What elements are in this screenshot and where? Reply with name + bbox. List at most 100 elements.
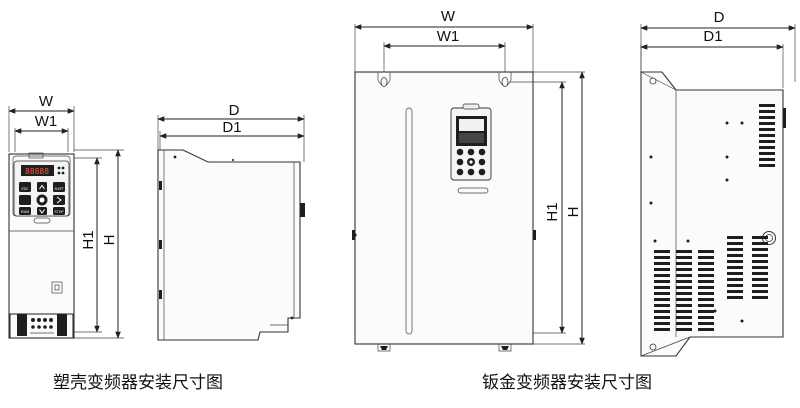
sheet-metal-front-view: W W1 H H1 xyxy=(352,8,585,352)
dimension-h1-label: H1 xyxy=(80,230,97,249)
down-key xyxy=(37,207,47,215)
shift-key xyxy=(53,182,65,192)
sheet-metal-side-view: D D1 xyxy=(640,9,796,357)
vent-slot xyxy=(654,280,670,283)
vent-slot xyxy=(752,290,768,293)
vent-slot xyxy=(698,292,714,295)
vent-slot xyxy=(676,304,692,307)
vent-slot xyxy=(654,292,670,295)
svg-text:ESC: ESC xyxy=(21,187,29,191)
vent-slot xyxy=(654,322,670,325)
dimension-w-label-2: W xyxy=(441,8,456,25)
dimension-d-label: D xyxy=(229,102,240,119)
stop-key xyxy=(53,207,65,215)
vent-slot xyxy=(676,274,692,277)
vent-slot xyxy=(698,298,714,301)
vent-slot xyxy=(698,262,714,265)
vent-slot xyxy=(654,310,670,313)
vent-slot xyxy=(676,250,692,253)
dimension-d1-label: D1 xyxy=(222,119,241,136)
vent-slot xyxy=(698,310,714,313)
vent-slot xyxy=(727,272,743,275)
svg-text:RUN: RUN xyxy=(21,210,29,214)
caption-sheet-metal: 钣金变频器安装尺寸图 xyxy=(482,373,652,393)
svg-text:SHIFT: SHIFT xyxy=(54,187,63,191)
vent-slot xyxy=(727,242,743,245)
vent-slot xyxy=(698,304,714,307)
dimension-d-label-2: D xyxy=(714,9,725,26)
vent-slot xyxy=(752,260,768,263)
side-latch xyxy=(300,203,305,217)
vent-slot xyxy=(676,322,692,325)
vent-slot xyxy=(698,274,714,277)
vent-slot xyxy=(752,254,768,257)
vent-slot xyxy=(752,248,768,251)
vent-slot xyxy=(654,298,670,301)
vent-slot xyxy=(698,256,714,259)
vent-slot xyxy=(698,286,714,289)
vent-slot xyxy=(727,248,743,251)
plastic-side-view: D D1 xyxy=(157,102,305,341)
vent-slot xyxy=(654,286,670,289)
vent-slot xyxy=(676,292,692,295)
vent-slot xyxy=(752,296,768,299)
upper-vent xyxy=(759,104,775,167)
led-display xyxy=(21,165,54,176)
dimension-w-label: W xyxy=(39,93,54,110)
enter-key xyxy=(19,195,31,205)
lower-vent xyxy=(654,236,768,331)
vent-slot xyxy=(676,268,692,271)
vent-slot xyxy=(698,250,714,253)
vent-slot xyxy=(676,286,692,289)
vent-slot xyxy=(654,274,670,277)
sheet-metal-side xyxy=(640,71,784,357)
vent-slot xyxy=(676,316,692,319)
vent-slot xyxy=(698,280,714,283)
plastic-case-side xyxy=(157,149,301,341)
caption-plastic: 塑壳变频器安装尺寸图 xyxy=(53,373,223,393)
vent-slot xyxy=(654,316,670,319)
vent-slot xyxy=(752,266,768,269)
vent-slot xyxy=(676,310,692,313)
vent-slot xyxy=(727,284,743,287)
vent-slot xyxy=(752,284,768,287)
vent-slot xyxy=(654,328,670,331)
vent-slot xyxy=(676,298,692,301)
dimension-d1-label-2: D1 xyxy=(703,28,722,45)
vent-slot xyxy=(727,290,743,293)
dimension-h-label: H xyxy=(101,235,118,246)
plastic-front-view: W W1 88888 ESC SHIFT RUN STOP xyxy=(8,93,124,339)
vent-slot xyxy=(752,242,768,245)
vent-slot xyxy=(654,262,670,265)
vent-slot xyxy=(654,268,670,271)
vent-slot xyxy=(676,256,692,259)
vent-slot xyxy=(752,236,768,239)
sheet-metal-body xyxy=(354,71,534,345)
right-key xyxy=(53,195,65,205)
dimension-h-label-2: H xyxy=(565,207,582,218)
vent-slot xyxy=(676,280,692,283)
vent-slot xyxy=(727,254,743,257)
vent-slot xyxy=(698,322,714,325)
vent-slot xyxy=(698,316,714,319)
esc-key xyxy=(19,182,31,192)
vent-slot xyxy=(654,304,670,307)
dimension-w1-label-2: W1 xyxy=(437,28,460,45)
vent-slot xyxy=(727,266,743,269)
vent-slot xyxy=(676,328,692,331)
vent-slot xyxy=(727,236,743,239)
dimension-w1-label: W1 xyxy=(35,113,58,130)
svg-text:STOP: STOP xyxy=(55,210,64,214)
run-key xyxy=(19,207,31,215)
vent-slot xyxy=(727,296,743,299)
vent-slot xyxy=(654,256,670,259)
vent-slot xyxy=(727,260,743,263)
vent-slot xyxy=(727,278,743,281)
dimension-h1-label-2: H1 xyxy=(544,202,561,221)
vertical-slot xyxy=(405,107,413,335)
vent-slot xyxy=(698,268,714,271)
led-display-readout: 88888 xyxy=(25,167,49,176)
vent-slot xyxy=(752,278,768,281)
handle-slot xyxy=(457,187,489,194)
